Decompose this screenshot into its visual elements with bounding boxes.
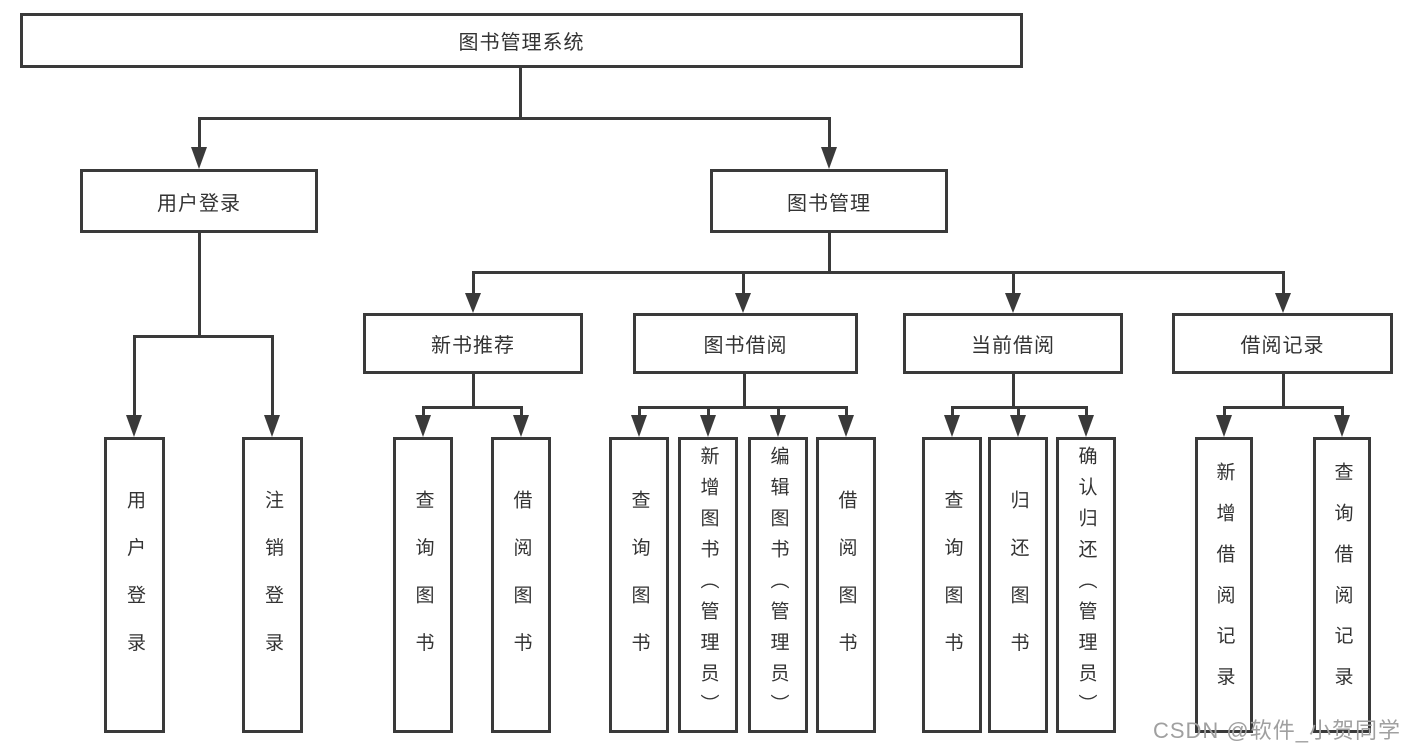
arrowhead (735, 293, 751, 313)
connector-line (638, 406, 641, 417)
node-borrowing-records: 借阅记录 (1172, 313, 1393, 374)
connector-line (828, 117, 831, 149)
connector-line (1282, 271, 1285, 295)
connector-line (133, 335, 136, 415)
node-query-books-current: 查询图书 (922, 437, 982, 733)
node-add-books-admin: 新增图书（管理员） (678, 437, 738, 733)
node-confirm-return-admin: 确认归还（管理员） (1056, 437, 1116, 733)
leaf-label: 确认归还（管理员） (1075, 445, 1097, 725)
connector-line (133, 335, 274, 338)
arrowhead (821, 147, 837, 169)
connector-line (1012, 271, 1015, 295)
arrowhead (1078, 415, 1094, 437)
leaf-label: 归还图书 (1007, 490, 1029, 680)
node-user-login-action: 用户登录 (104, 437, 165, 733)
connector-line (828, 233, 831, 274)
leaf-label: 新增借阅记录 (1213, 462, 1235, 708)
arrowhead (838, 415, 854, 437)
arrowhead (700, 415, 716, 437)
arrowhead (415, 415, 431, 437)
connector-line (198, 117, 201, 149)
connector-line (845, 406, 848, 417)
connector-line (638, 406, 847, 409)
leaf-label: 查询图书 (941, 490, 963, 680)
connector-line (1017, 406, 1020, 417)
leaf-label: 注销登录 (262, 490, 283, 680)
connector-line (198, 233, 201, 337)
node-book-management: 图书管理 (710, 169, 948, 233)
node-user-login: 用户登录 (80, 169, 318, 233)
node-logout: 注销登录 (242, 437, 303, 733)
node-book-borrowing: 图书借阅 (633, 313, 858, 374)
leaf-label: 新增图书（管理员） (697, 445, 719, 725)
arrowhead (191, 147, 207, 169)
node-borrow-books: 借阅图书 (816, 437, 876, 733)
arrowhead (631, 415, 647, 437)
node-new-book-recommend: 新书推荐 (363, 313, 583, 374)
leaf-label: 编辑图书（管理员） (767, 445, 789, 725)
connector-line (472, 271, 475, 295)
node-query-borrow-record: 查询借阅记录 (1313, 437, 1371, 733)
arrowhead (1005, 293, 1021, 313)
arrowhead (770, 415, 786, 437)
leaf-label: 借阅图书 (510, 490, 532, 680)
connector-line (472, 271, 1285, 274)
node-current-borrowing: 当前借阅 (903, 313, 1123, 374)
connector-line (422, 406, 425, 417)
leaf-label: 借阅图书 (835, 490, 857, 680)
arrowhead (1275, 293, 1291, 313)
arrowhead (513, 415, 529, 437)
node-add-borrow-record: 新增借阅记录 (1195, 437, 1253, 733)
connector-line (472, 374, 475, 409)
connector-line (198, 117, 831, 120)
leaf-label: 查询图书 (412, 490, 434, 680)
leaf-label: 查询图书 (628, 490, 650, 680)
node-library-management-system: 图书管理系统 (20, 13, 1023, 68)
arrowhead (126, 415, 142, 437)
arrowhead (1216, 415, 1232, 437)
connector-line (1085, 406, 1088, 417)
connector-line (520, 406, 523, 417)
leaf-label: 用户登录 (124, 490, 145, 680)
connector-line (1223, 406, 1226, 417)
csdn-watermark: CSDN @软件_小贺同学 (1152, 718, 1401, 743)
connector-line (951, 406, 954, 417)
connector-line (743, 374, 746, 409)
connector-line (1341, 406, 1344, 417)
connector-line (271, 335, 274, 415)
connector-line (422, 406, 523, 409)
node-query-books-borrowing: 查询图书 (609, 437, 669, 733)
arrowhead (944, 415, 960, 437)
arrowhead (465, 293, 481, 313)
leaf-label: 查询借阅记录 (1331, 462, 1353, 708)
connector-line (519, 68, 522, 118)
node-borrow-books-recommend: 借阅图书 (491, 437, 551, 733)
arrowhead (1334, 415, 1350, 437)
node-edit-books-admin: 编辑图书（管理员） (748, 437, 808, 733)
node-return-books: 归还图书 (988, 437, 1048, 733)
connector-line (1282, 374, 1285, 409)
connector-line (1223, 406, 1344, 409)
connector-line (777, 406, 780, 417)
connector-line (742, 271, 745, 295)
connector-line (707, 406, 710, 417)
connector-line (1012, 374, 1015, 409)
arrowhead (264, 415, 280, 437)
arrowhead (1010, 415, 1026, 437)
node-query-books-recommend: 查询图书 (393, 437, 453, 733)
